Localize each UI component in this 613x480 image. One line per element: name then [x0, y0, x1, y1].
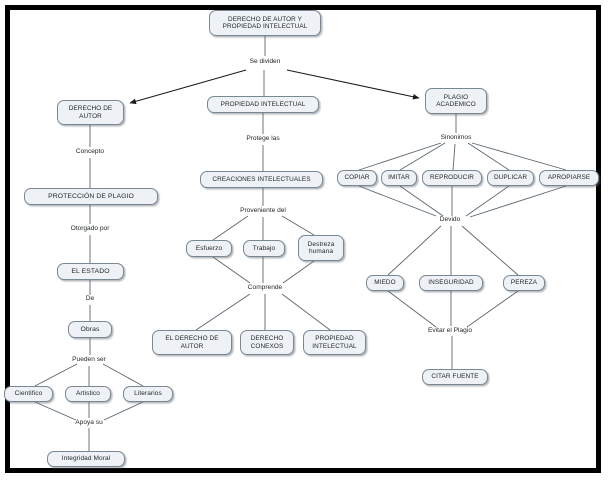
- node-reproducir[interactable]: REPRODUCIR: [422, 170, 482, 186]
- link-label-comprende: Comprende: [246, 283, 284, 292]
- link-label-devido: Devido: [438, 215, 462, 224]
- link-label-de: De: [84, 294, 96, 303]
- edge-sinonimos-to-imitar: [399, 142, 446, 171]
- node-plagio[interactable]: PLAGIO ACADEMICO: [425, 88, 487, 114]
- edge-se-dividen-to-plagio: [286, 69, 420, 100]
- edge-pueden-to-cientifico: [34, 363, 78, 387]
- node-copiar[interactable]: COPIAR: [337, 170, 377, 186]
- node-literarios[interactable]: Literarios: [123, 386, 173, 402]
- node-root[interactable]: DERECHO DE AUTOR Y PROPIEDAD INTELECTUAL: [209, 10, 321, 36]
- node-duplicar[interactable]: DUPLICAR: [487, 170, 534, 186]
- node-imitar[interactable]: IMITAR: [381, 170, 417, 186]
- node-artistico[interactable]: Artistico: [65, 386, 111, 402]
- node-obras[interactable]: Obras: [68, 321, 112, 338]
- node-apropiarse[interactable]: APROPIARSE: [539, 170, 599, 186]
- node-creaciones[interactable]: CREACIONES INTELECTUALES: [200, 171, 323, 188]
- link-label-evitar-plagio: Evitar el Plagio: [427, 326, 473, 335]
- edge-pueden-to-literarios: [102, 363, 144, 387]
- edge-duplicar-to-devido: [465, 185, 510, 217]
- link-label-se-dividen: Se dividen: [248, 57, 282, 66]
- node-citar[interactable]: CITAR FUENTE: [422, 369, 488, 385]
- edge-comprende-to-elderecho: [195, 293, 251, 331]
- link-label-apoya-su: Apoya su: [74, 418, 104, 427]
- node-estado[interactable]: EL ESTADO: [57, 263, 124, 280]
- node-propiedad[interactable]: PROPIEDAD INTELECTUAL: [207, 96, 319, 113]
- edge-sinonimos-to-apropiarse: [471, 142, 567, 171]
- node-integridad[interactable]: Integridad Moral: [47, 451, 125, 467]
- edge-copiar-to-devido: [358, 185, 437, 217]
- edge-sinonimos-to-duplicar: [467, 142, 510, 171]
- link-label-pueden-ser: Pueden ser: [71, 355, 107, 364]
- link-label-otorgado-por: Otorgado por: [69, 224, 111, 233]
- node-pereza[interactable]: PEREZA: [503, 275, 545, 291]
- edge-imitar-to-devido: [399, 185, 444, 217]
- edge-miedo-to-evitar: [387, 290, 437, 328]
- node-cientifico[interactable]: Cientifico: [4, 386, 53, 402]
- node-propintel[interactable]: PROPIEDAD INTELECTUAL: [303, 330, 366, 355]
- edge-sinonimos-to-reproducir: [452, 143, 456, 171]
- link-label-concepto: Concepto: [74, 147, 106, 156]
- edge-comprende-to-propintel: [281, 293, 331, 331]
- link-label-sinonimos: Sinonimos: [439, 133, 473, 142]
- edge-proveniente-to-destreza: [281, 215, 315, 236]
- edge-pereza-to-evitar: [466, 290, 519, 328]
- edge-cientifico-to-apoya: [34, 401, 77, 421]
- node-proteccion[interactable]: PROTECCIÓN DE PLAGIO: [24, 188, 158, 205]
- link-label-proveniente: Proveniente del: [239, 206, 287, 215]
- node-conexos[interactable]: DERECHO CONEXOS: [240, 330, 294, 355]
- edge-devido-to-miedo: [387, 225, 442, 276]
- node-inseguridad[interactable]: INSEGURIDAD: [419, 275, 483, 291]
- node-elderecho[interactable]: EL DERECHO DE AUTOR: [152, 330, 232, 355]
- edge-literarios-to-apoya: [103, 401, 144, 421]
- node-derecho[interactable]: DERECHO DE AUTOR: [57, 100, 124, 125]
- edge-sinonimos-to-copiar: [358, 142, 442, 171]
- node-esfuerzo[interactable]: Esfuerzo: [186, 240, 232, 257]
- edge-destreza-to-comprende: [282, 260, 315, 284]
- edge-devido-to-pereza: [461, 225, 519, 276]
- node-miedo[interactable]: MIEDO: [366, 275, 404, 291]
- link-label-protege-las: Protege las: [245, 134, 281, 143]
- edge-apropiarse-to-devido: [469, 185, 567, 218]
- node-destreza[interactable]: Destreza humana: [298, 235, 344, 261]
- edge-proveniente-to-esfuerzo: [212, 215, 249, 241]
- node-trabajo[interactable]: Trabajo: [243, 240, 285, 257]
- edge-esfuerzo-to-comprende: [212, 256, 251, 284]
